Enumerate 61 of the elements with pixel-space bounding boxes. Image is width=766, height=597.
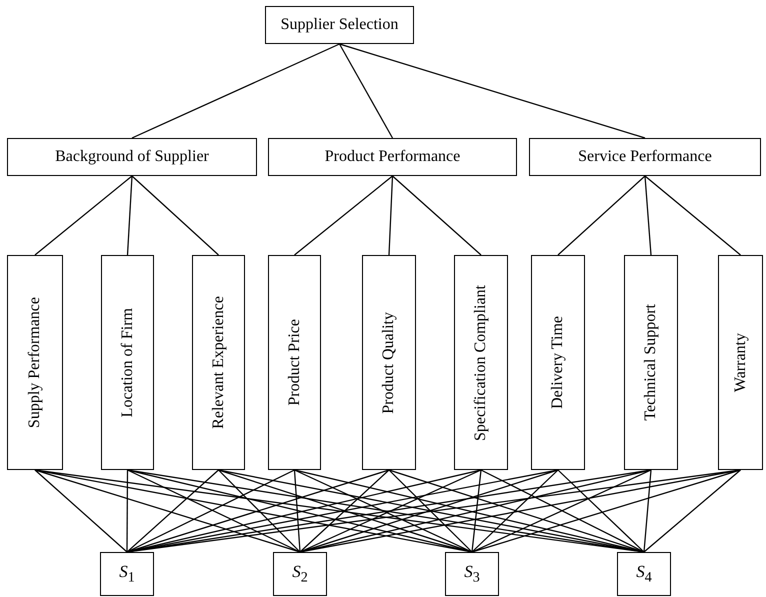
criterion-box: [7, 138, 257, 176]
connector-line: [388, 176, 394, 256]
node-label: Delivery Time: [549, 316, 567, 409]
subcriterion-box: [362, 255, 416, 470]
node-label: Supply Performance: [26, 296, 44, 428]
connector-line: [294, 176, 393, 256]
connector-line: [132, 176, 219, 256]
node-label: Relevant Experience: [210, 296, 228, 429]
connector-line: [558, 176, 646, 256]
connector-line: [643, 470, 652, 552]
subcriterion-box: [101, 255, 154, 470]
node-label: S$_{2}$: [292, 562, 308, 586]
connector-line: [392, 176, 482, 256]
node-label: Service Performance: [578, 148, 712, 166]
connector-line: [218, 469, 472, 553]
subcriterion-box: [531, 255, 585, 470]
alternative-box: [445, 552, 499, 596]
connector-line: [339, 43, 646, 139]
criterion-box: [268, 138, 517, 176]
node-label: Location of Firm: [118, 308, 136, 418]
node-label: Warranty: [732, 332, 750, 392]
connector-line: [126, 470, 219, 552]
connector-line: [126, 470, 128, 552]
node-label: Technical Support: [642, 304, 660, 421]
subcriterion-box: [718, 255, 763, 470]
node-label: Background of Supplier: [55, 148, 209, 166]
connector-line: [34, 470, 128, 552]
connector-line: [558, 470, 644, 552]
node-label: Supplier Selection: [280, 16, 398, 34]
node-label: Product Performance: [324, 148, 460, 166]
connector-line: [294, 470, 301, 552]
node-label: Product Quality: [380, 312, 398, 414]
subcriterion-box: [624, 255, 678, 470]
connector-line: [471, 470, 482, 552]
subcriterion-box: [192, 255, 245, 470]
alternative-box: [617, 552, 671, 596]
alternative-box: [273, 552, 327, 596]
connector-line: [34, 176, 132, 256]
subcriterion-box: [454, 255, 508, 470]
criterion-box: [529, 138, 761, 176]
connector-line: [300, 470, 390, 552]
connector-line: [472, 469, 741, 553]
node-label: S$_{1}$: [119, 562, 135, 586]
subcriterion-box: [7, 255, 63, 470]
connector-line: [644, 470, 741, 552]
connector-line: [472, 470, 558, 552]
connector-line: [34, 469, 300, 553]
connector-line: [132, 43, 340, 139]
connector-line: [338, 44, 394, 138]
node-label: Product Price: [286, 319, 304, 406]
connector-line: [644, 176, 741, 256]
connector-line: [644, 176, 652, 256]
node-label: S$_{3}$: [464, 562, 480, 586]
node-label: S$_{4}$: [636, 562, 652, 586]
connector-line: [126, 176, 133, 256]
alternative-box: [100, 552, 154, 596]
node-label: Specification Compliant: [472, 284, 490, 440]
goal-box: [265, 6, 414, 44]
connector-line: [388, 470, 472, 552]
subcriterion-box: [268, 255, 321, 470]
connector-line: [218, 470, 300, 552]
